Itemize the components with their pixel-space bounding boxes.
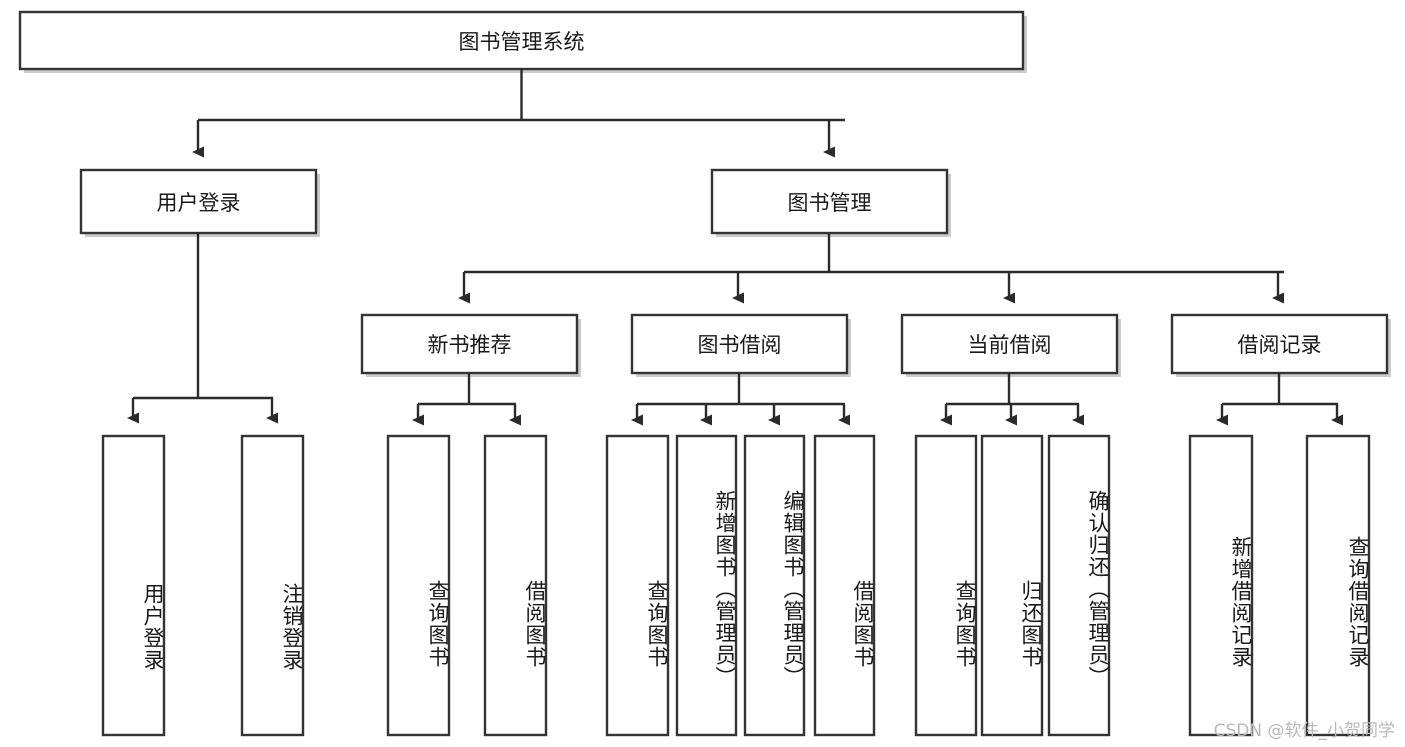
leaf-logout[interactable]	[240, 434, 305, 737]
node-root[interactable]	[18, 10, 1025, 71]
connector-bookborrow-to-leaves	[631, 373, 850, 426]
connector-currentborrow-to-leaves	[940, 373, 1084, 426]
node-borrow-record[interactable]	[1170, 313, 1389, 375]
node-book-borrow[interactable]	[630, 313, 849, 375]
node-current-borrow[interactable]	[900, 313, 1119, 375]
leaf-user-login[interactable]	[101, 434, 166, 737]
node-user-login[interactable]	[79, 168, 318, 235]
node-book-management[interactable]	[710, 168, 949, 235]
connector-recommend-to-leaves	[412, 373, 521, 426]
leaf-confirm-return-admin[interactable]	[1047, 434, 1111, 737]
leaf-add-book-admin[interactable]	[675, 434, 738, 737]
leaf-query-book-current[interactable]	[914, 434, 978, 737]
leaf-borrow-book-recommend[interactable]	[483, 434, 548, 737]
leaf-boxes	[101, 434, 1371, 737]
node-new-book-recommend[interactable]	[360, 313, 579, 375]
leaf-add-borrow-record[interactable]	[1188, 434, 1254, 737]
leaf-query-borrow-record[interactable]	[1305, 434, 1371, 737]
connector-root-to-level2	[192, 69, 845, 158]
connector-borrowrecord-to-leaves	[1216, 373, 1343, 426]
leaf-query-book-borrow[interactable]	[605, 434, 670, 737]
leaf-edit-book-admin[interactable]	[743, 434, 806, 737]
connector-bookmgmt-to-level3	[458, 233, 1284, 304]
connector-userlogin-to-leaves	[127, 233, 278, 424]
leaf-query-book-recommend[interactable]	[386, 434, 451, 737]
leaf-borrow-book[interactable]	[813, 434, 876, 737]
leaf-return-book[interactable]	[980, 434, 1044, 737]
